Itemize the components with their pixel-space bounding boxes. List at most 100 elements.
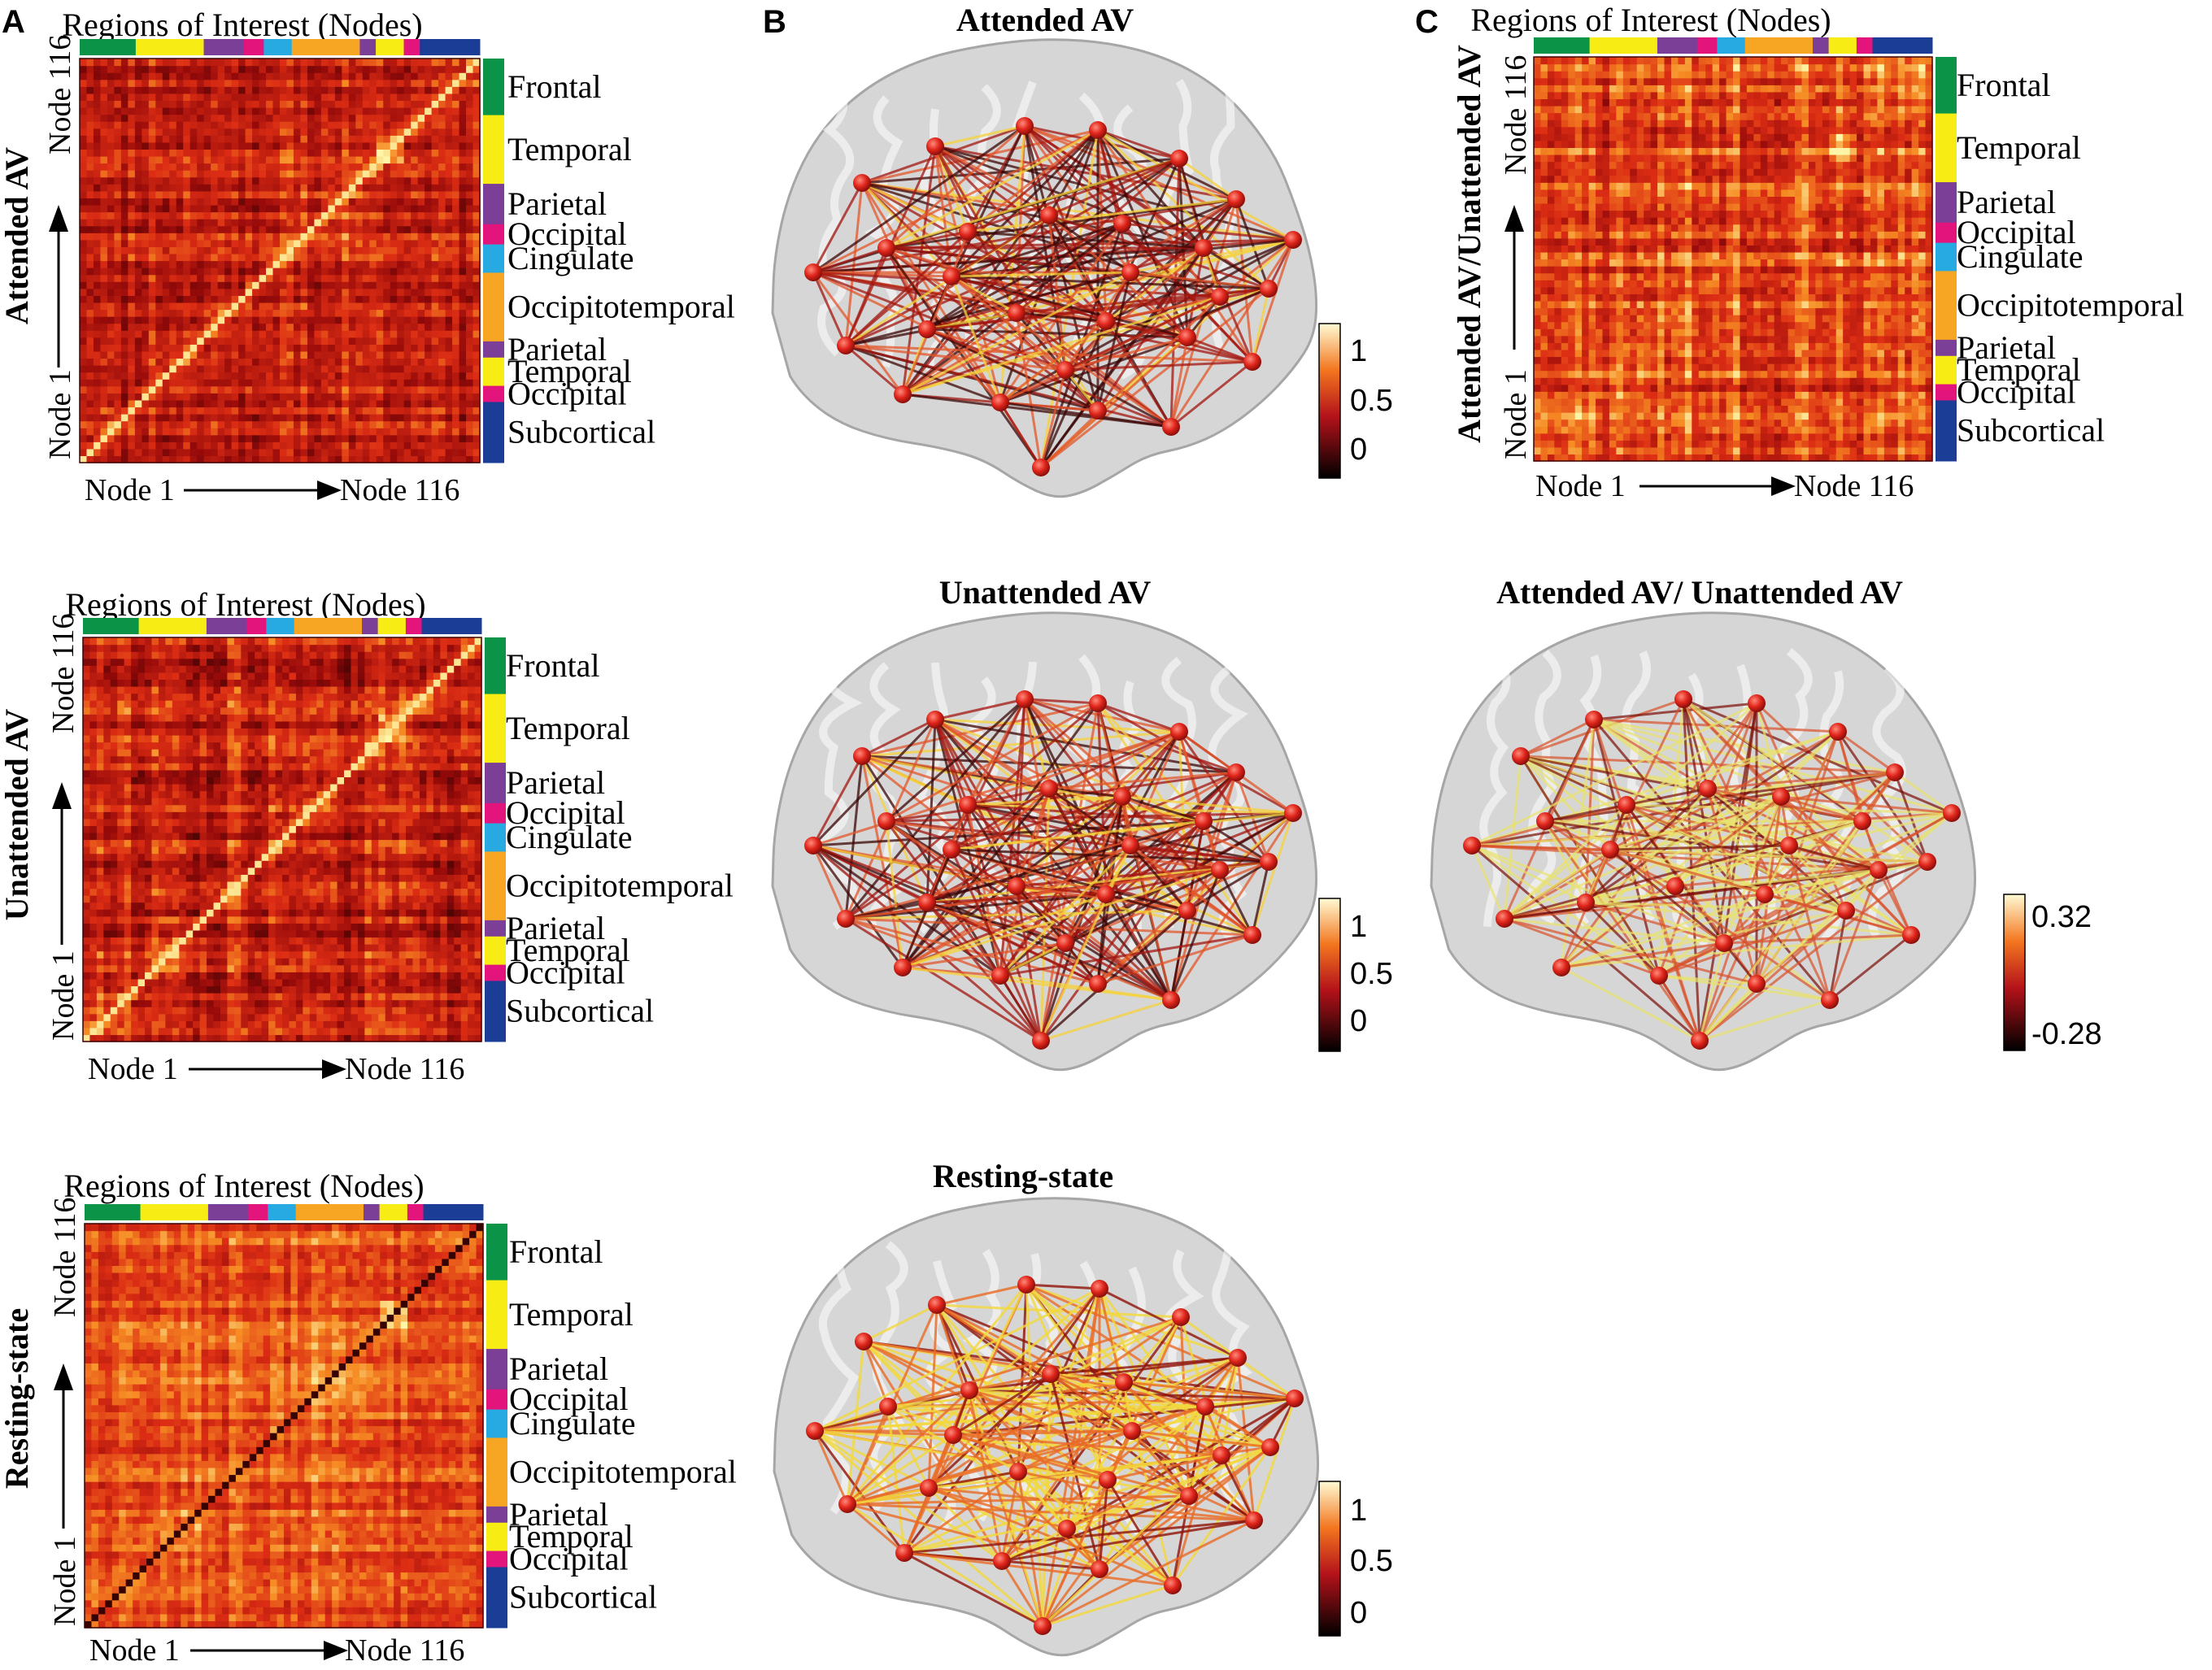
heatmap-cell (252, 379, 260, 387)
heatmap-cell (344, 895, 352, 903)
heatmap-cell (425, 414, 433, 422)
heatmap-cell (247, 881, 255, 889)
heatmap-cell (148, 121, 156, 129)
heatmap-cell (128, 233, 136, 241)
heatmap-cell (397, 379, 405, 387)
heatmap-cell (107, 267, 115, 276)
heatmap-cell (438, 219, 446, 227)
heatmap-cell (293, 309, 302, 317)
heatmap-cell (114, 316, 122, 324)
heatmap-cell (330, 881, 338, 889)
heatmap-cell (300, 399, 308, 408)
heatmap-cell (96, 915, 104, 924)
heatmap-cell (328, 288, 336, 296)
heatmap-cell (348, 86, 356, 94)
heatmap-cell (89, 923, 98, 931)
heatmap-cell (440, 895, 448, 903)
heatmap-cell (207, 937, 215, 945)
heatmap-cell (199, 1020, 207, 1029)
heatmap-cell (314, 107, 322, 115)
heatmap-cell (460, 902, 468, 910)
heatmap-cell (303, 1020, 311, 1029)
heatmap-cell (259, 434, 267, 442)
heatmap-cell (266, 190, 274, 198)
heatmap-cell (211, 155, 219, 164)
heatmap-cell (362, 107, 370, 115)
heatmap-cell (93, 149, 102, 157)
heatmap-cell (233, 985, 242, 994)
heatmap-cell (392, 915, 400, 924)
heatmap-cell (392, 964, 400, 972)
heatmap-cell (189, 190, 198, 198)
heatmap-cell (272, 114, 281, 122)
heatmap-cell (371, 958, 379, 966)
heatmap-cell (213, 950, 221, 959)
heatmap-cell (137, 950, 146, 959)
heatmap-cell (344, 937, 352, 945)
heatmap-cell (80, 455, 88, 463)
heatmap-cell (468, 964, 476, 972)
heatmap-cell (293, 198, 302, 206)
heatmap-cell (217, 288, 225, 296)
heatmap-cell (419, 950, 428, 959)
heatmap-cell (227, 867, 235, 875)
heatmap-cell (238, 233, 246, 241)
heatmap-cell (176, 420, 184, 428)
heatmap-cell (114, 358, 122, 366)
heatmap-cell (197, 372, 205, 380)
heatmap-cell (337, 888, 345, 896)
x-axis-node-first: Node 1 (85, 473, 175, 507)
heatmap-cell (252, 428, 260, 436)
heatmap-cell (316, 985, 324, 994)
heatmap-cell (252, 72, 260, 80)
heatmap-cell (295, 978, 303, 987)
heatmap-cell (189, 163, 198, 171)
heatmap-cell (286, 253, 294, 262)
heatmap-cell (342, 155, 350, 164)
heatmap-cell (199, 993, 207, 1001)
heatmap-cell (261, 944, 269, 952)
heatmap-cell (183, 107, 191, 115)
heatmap-cell (364, 985, 372, 994)
heatmap-cell (330, 923, 338, 931)
heatmap-cell (355, 441, 364, 450)
heatmap-cell (176, 448, 184, 457)
region-label: Temporal (507, 353, 632, 389)
heatmap-cell (328, 204, 336, 213)
heatmap-cell (334, 239, 342, 247)
heatmap-cell (86, 385, 94, 394)
region-segment (203, 39, 245, 55)
heatmap-cell (438, 100, 446, 108)
heatmap-cell (314, 344, 322, 352)
heatmap-cell (203, 211, 211, 220)
heatmap-cell (172, 1013, 180, 1021)
heatmap-cell (280, 246, 288, 254)
heatmap-cell (320, 414, 329, 422)
heatmap-cell (93, 344, 102, 352)
heatmap-cell (406, 874, 414, 882)
heatmap-cell (323, 1007, 331, 1015)
heatmap-cell (282, 958, 290, 966)
heatmap-cell (472, 86, 481, 94)
heatmap-cell (383, 379, 391, 387)
heatmap-cell (342, 267, 350, 276)
heatmap-cell (383, 288, 391, 296)
heatmap-cell (238, 281, 246, 289)
heatmap-cell (403, 79, 411, 87)
heatmap-cell (231, 274, 239, 282)
heatmap-cell (403, 198, 411, 206)
heatmap-cell (103, 888, 111, 896)
heatmap-cell (231, 135, 239, 143)
heatmap-cell (233, 874, 242, 882)
heatmap-cell (364, 923, 372, 931)
heatmap-cell (165, 888, 173, 896)
heatmap-cell (392, 978, 400, 987)
heatmap-cell (307, 225, 316, 233)
heatmap-cell (328, 358, 336, 366)
heatmap-cell (397, 107, 405, 115)
heatmap-cell (364, 972, 372, 980)
heatmap-cell (314, 281, 322, 289)
heatmap-cell (272, 246, 281, 254)
heatmap-cell (342, 121, 350, 129)
heatmap-cell (114, 135, 122, 143)
